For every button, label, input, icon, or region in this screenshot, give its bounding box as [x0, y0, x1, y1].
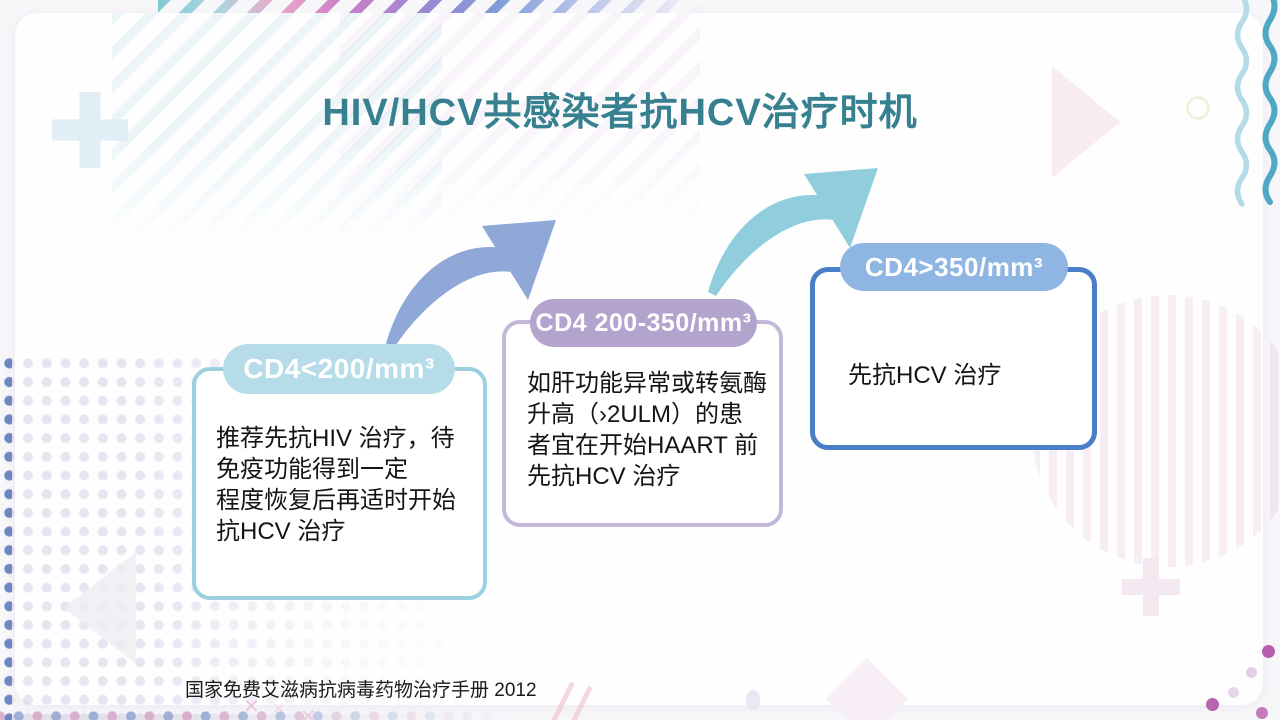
dot-decoration — [1206, 698, 1219, 711]
wave-light — [1234, 0, 1250, 207]
arrow-head — [804, 168, 878, 248]
flow-box-body-text: 推荐先抗HIV 治疗，待 免疫功能得到一定 程度恢复后再适时开始 抗HCV 治疗 — [216, 425, 456, 545]
flow-box-cd4-200-350: 如肝功能异常或转氨酶 升高（›2ULM）的患 者宜在开始HAART 前 先抗HC… — [502, 320, 783, 527]
source-citation: 国家免费艾滋病抗病毒药物治疗手册 2012 — [185, 680, 537, 701]
dot-decoration — [1246, 667, 1257, 678]
page-title: HIV/HCV共感染者抗HCV治疗时机 — [322, 92, 918, 135]
flow-box-header-cd4-200-350: CD4 200-350/mm³ — [530, 299, 757, 347]
x-mark-decoration: ✕ — [243, 696, 260, 718]
wavy-lines-decoration — [1234, 0, 1278, 207]
dot-grid-bottom-row-decoration — [0, 703, 520, 720]
flow-box-body-text: 先抗HCV 治疗 — [848, 362, 1002, 389]
diagonal-stripes-pink-decoration — [340, 13, 700, 243]
dot-decoration — [1228, 687, 1239, 698]
oval-decoration — [746, 690, 760, 710]
arrow-head — [482, 220, 556, 300]
curved-arrow-icon — [386, 220, 556, 348]
flow-box-header-cd4-under-200: CD4<200/mm³ — [223, 344, 455, 394]
arrow-body — [386, 246, 512, 348]
x-mark-decoration: ✕ — [272, 701, 286, 718]
diagonal-stripes-teal-decoration — [112, 13, 442, 253]
flow-box-cd4-under-200: 推荐先抗HIV 治疗，待 免疫功能得到一定 程度恢复后再适时开始 抗HCV 治疗 — [192, 367, 487, 600]
arrow-body — [708, 194, 834, 296]
flow-box-cd4-over-350: 先抗HCV 治疗 — [810, 267, 1097, 450]
stripe-band-decoration — [158, 0, 703, 13]
dot-decoration — [1256, 707, 1268, 719]
x-mark-decoration: ✕ — [300, 706, 317, 720]
flow-box-header-cd4-over-350: CD4>350/mm³ — [840, 243, 1068, 291]
dot-grid-left-column-decoration — [0, 352, 12, 720]
dot-decoration — [1262, 645, 1275, 658]
circle-outline-decoration — [1186, 96, 1210, 120]
curved-arrow-icon — [708, 168, 878, 296]
wave-dark — [1262, 0, 1278, 205]
flow-box-body-text: 如肝功能异常或转氨酶 升高（›2ULM）的患 者宜在开始HAART 前 先抗HC… — [527, 370, 767, 490]
